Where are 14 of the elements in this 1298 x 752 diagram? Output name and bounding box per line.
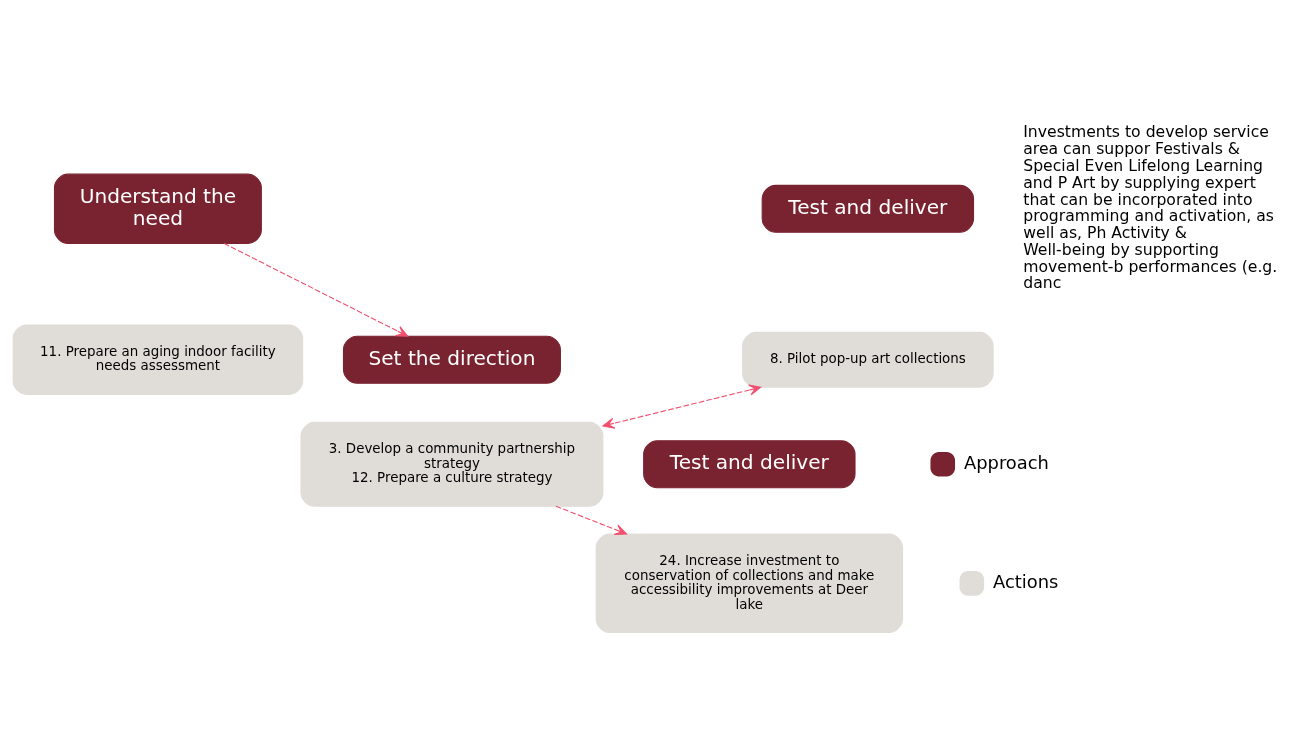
node-box: Test and deliver xyxy=(643,439,856,488)
node-box: Set the direction xyxy=(342,335,561,384)
node-box: 11. Prepare an aging indoor facility needs assessment xyxy=(12,324,304,395)
label: Investments to develop service area can suppor Festivals & Special Even Lifelong Learning and P Art by supplying expert that can be incorporated into programming and activation, as well as, Ph Activity & Well-being by supporting movement-b performances (e.g. danc xyxy=(1023,121,1278,292)
legend-label: Approach xyxy=(964,451,1049,473)
node-box: 24. Increase investment to conservation of collections and make accessibility improvements at Deer lake xyxy=(595,533,904,633)
node-box: Test and deliver xyxy=(761,184,975,233)
arrow xyxy=(555,505,628,535)
node-box: Understand the need xyxy=(53,173,262,244)
legend-label: Actions xyxy=(993,570,1059,592)
arrow xyxy=(223,242,409,337)
arrow xyxy=(602,383,762,429)
node-box: 3. Develop a community partnership strategy 12. Prepare a culture strategy xyxy=(300,421,604,507)
node-box: 8. Pilot pop-up art collections xyxy=(742,331,994,388)
